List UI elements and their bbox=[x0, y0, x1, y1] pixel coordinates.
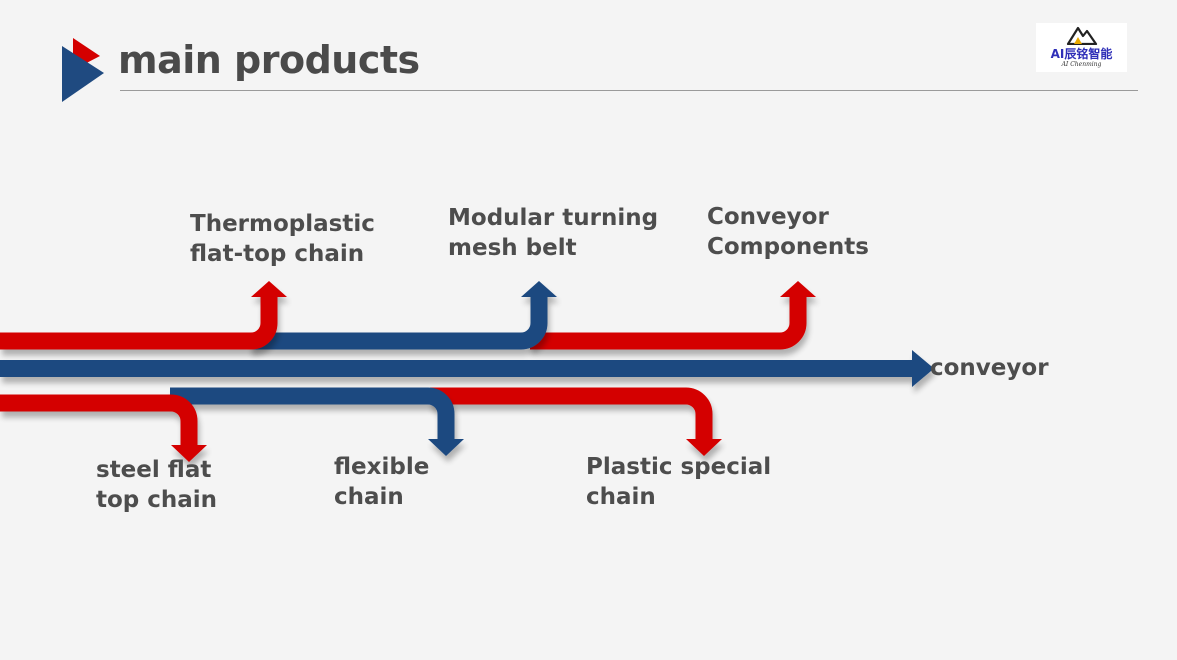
label-line-1: steel flat bbox=[96, 457, 212, 483]
logo-name: AI辰铭智能 bbox=[1050, 47, 1113, 61]
label-line-2: flat-top chain bbox=[190, 241, 365, 267]
page-title: main products bbox=[118, 38, 420, 82]
mountain-logo-icon bbox=[1066, 26, 1098, 45]
branch-down-flexible-chain bbox=[170, 387, 464, 456]
label-line-1: Modular turning bbox=[448, 205, 659, 231]
label-conveyor-text: conveyor bbox=[930, 355, 1049, 381]
branch-up-thermoplastic-flat-top-chain bbox=[0, 281, 287, 350]
logo-subtitle: AI Chenming bbox=[1061, 61, 1102, 68]
title-arrow-icon bbox=[62, 38, 104, 102]
label-flexible-chain: flexible chain bbox=[334, 452, 429, 512]
label-steel-flat-top-chain: steel flat top chain bbox=[96, 455, 218, 515]
label-line-1: flexible bbox=[334, 454, 430, 480]
label-line-1: Conveyor bbox=[707, 204, 829, 230]
label-conveyor-components: Conveyor Components bbox=[707, 202, 869, 262]
label-modular-turning-mesh-belt: Modular turning mesh belt bbox=[448, 203, 658, 263]
label-line-2: top chain bbox=[96, 487, 218, 513]
label-line-2: chain bbox=[586, 484, 656, 510]
label-line-1: Thermoplastic bbox=[190, 211, 375, 237]
label-line-2: mesh belt bbox=[448, 235, 577, 261]
label-line-2: chain bbox=[334, 484, 404, 510]
branch-up-conveyor-components bbox=[530, 281, 816, 350]
branch-down-steel-flat-top-chain bbox=[0, 394, 207, 462]
title-divider bbox=[120, 90, 1138, 91]
company-logo: AI辰铭智能 AI Chenming bbox=[1036, 23, 1127, 72]
label-plastic-special-chain: Plastic special chain bbox=[586, 452, 771, 512]
label-conveyor: conveyor bbox=[930, 353, 1049, 383]
branch-up-modular-turning-mesh-belt bbox=[250, 281, 557, 350]
label-line-1: Plastic special bbox=[586, 454, 772, 480]
branch-down-plastic-special-chain bbox=[430, 387, 722, 456]
main-conveyor-arrow bbox=[0, 350, 934, 387]
label-line-2: Components bbox=[707, 234, 869, 260]
label-thermoplastic-flat-top-chain: Thermoplastic flat-top chain bbox=[190, 209, 375, 269]
